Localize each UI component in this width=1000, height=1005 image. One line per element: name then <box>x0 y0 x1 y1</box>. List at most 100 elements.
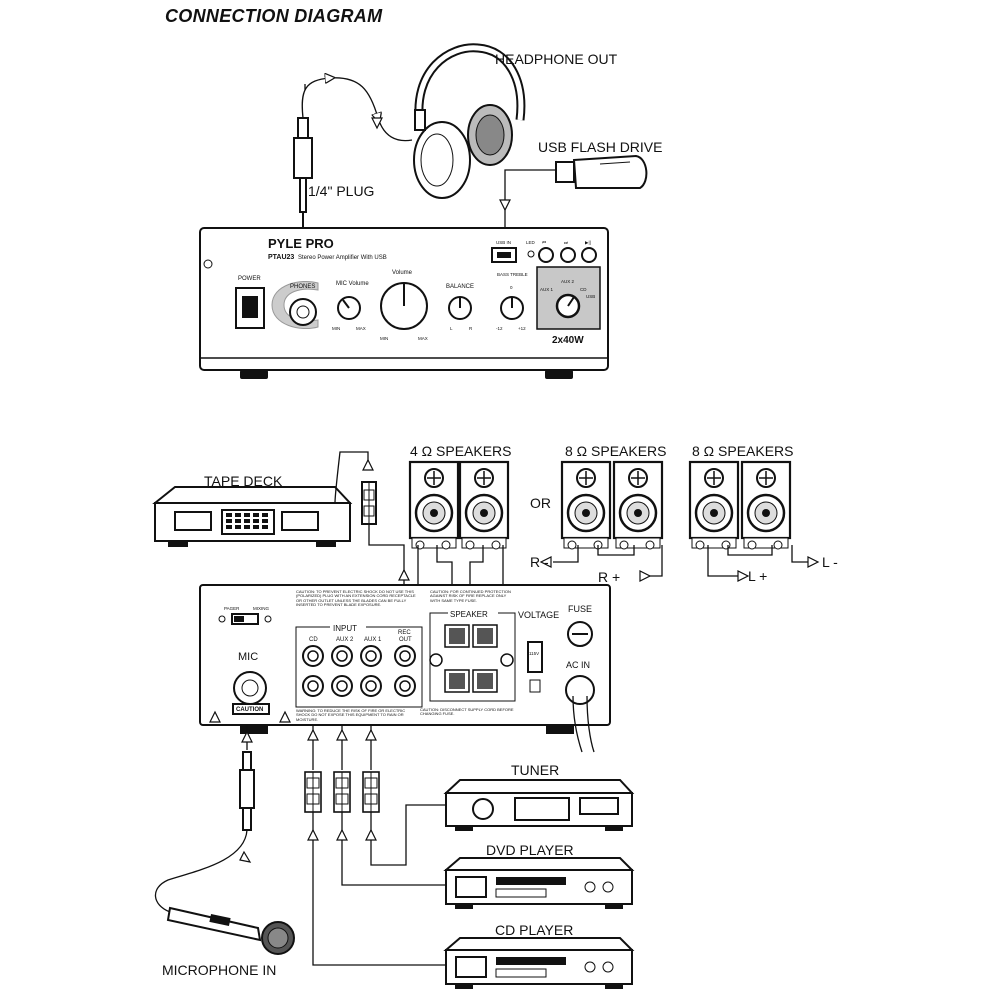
quarter-inch-plug <box>293 117 313 232</box>
brand-logo: PYLE PRO <box>268 236 334 251</box>
volume-min-label: MIN <box>380 336 388 341</box>
diagram-title: CONNECTION DIAGRAM <box>165 6 383 26</box>
terminal-icon <box>747 540 757 550</box>
bass-zero-label: 0 <box>510 285 513 290</box>
rear-aux2-label: AUX 2 <box>336 637 354 643</box>
mic-label: MIC <box>238 651 258 663</box>
pyle-swirl-logo <box>271 280 319 330</box>
terminal-icon <box>415 540 425 550</box>
next-button <box>560 247 576 263</box>
tape-button <box>226 519 232 523</box>
rca-plug-pair <box>333 771 351 813</box>
mixing-label: MIXING <box>253 606 270 611</box>
or-label: OR <box>530 495 551 511</box>
tape-button <box>244 525 250 529</box>
ac-in-label: AC IN <box>566 660 590 670</box>
cd-player-label: CD PLAYER <box>495 922 573 938</box>
mic-max-label: MAX <box>356 326 366 331</box>
warning-text: WARNING: TO REDUCE THE RISK OF FIRE OR E… <box>296 709 406 722</box>
tape-deck <box>152 486 353 547</box>
next-label: ⏭ <box>564 240 568 245</box>
cd-player <box>443 937 635 989</box>
bass-plus-label: +12 <box>518 326 526 331</box>
dvd-player-label: DVD PLAYER <box>486 842 574 858</box>
mic-jack <box>233 671 267 705</box>
aux2-label: AUX 2 <box>561 279 575 284</box>
bass-minus-label: -12 <box>496 326 503 331</box>
aux1-label: AUX 1 <box>540 287 554 292</box>
speakers-8ohm-b-label: 8 Ω SPEAKERS <box>692 443 794 459</box>
dvd-player <box>443 857 635 909</box>
microphone-in-label: MICROPHONE IN <box>162 962 276 978</box>
terminal-icon <box>619 540 629 550</box>
speakers-4ohm-label: 4 Ω SPEAKERS <box>410 443 512 459</box>
volume-label: Volume <box>392 270 413 276</box>
tape-button <box>262 519 268 523</box>
rca-plug-pair <box>304 771 322 813</box>
phones-jack <box>289 298 317 326</box>
phones-label: PHONES <box>290 284 315 290</box>
cd-label: CD <box>580 287 587 292</box>
speaker-cabinet <box>688 460 740 550</box>
l-plus-label: L + <box>748 568 767 584</box>
r-plus-label: R + <box>598 569 620 585</box>
caution-fire-text: CAUTION: FOR CONTINUED PROTECTION AGAINS… <box>430 590 511 603</box>
terminal-icon <box>491 540 501 550</box>
voltage-label: VOLTAGE <box>518 610 559 620</box>
pager-label: PAGER <box>224 606 240 611</box>
usb-in-label: USB IN <box>496 240 511 245</box>
terminal-icon <box>773 540 783 550</box>
power-label: POWER <box>238 276 261 282</box>
tape-button <box>244 519 250 523</box>
rear-panel: PAGER MIXING MIC CAUTION CAUTION: TO PRE… <box>199 584 611 753</box>
rear-cd-label: CD <box>309 637 318 643</box>
caution-label: CAUTION <box>236 707 263 713</box>
usb-source-label: USB <box>586 294 595 299</box>
speaker-label: SPEAKER <box>450 610 488 619</box>
usb-flash-drive <box>555 154 648 189</box>
tape-button <box>244 513 250 517</box>
ac-in-socket <box>565 675 595 705</box>
prev-button <box>538 247 554 263</box>
voltage-switch <box>527 641 543 673</box>
rear-aux1-label: AUX 1 <box>364 637 382 643</box>
speakers-8ohm-a-label: 8 Ω SPEAKERS <box>565 443 667 459</box>
speaker-cabinet <box>560 460 612 550</box>
pager-mixing-switch <box>231 613 259 625</box>
rca-plug-pair <box>362 771 380 813</box>
tape-button <box>253 519 259 523</box>
headphones <box>413 43 526 199</box>
power-rating: 2x40W <box>552 335 584 346</box>
fuse-label: FUSE <box>568 604 592 614</box>
play-label: ▶|| <box>585 240 591 245</box>
speaker-cabinet <box>408 460 460 550</box>
headphone-out-label: HEADPHONE OUT <box>495 51 618 67</box>
microphone <box>166 906 295 955</box>
terminal-icon <box>567 540 577 550</box>
terminal-icon <box>645 540 655 550</box>
weee-icon <box>529 679 541 693</box>
caution-fuse-text: CAUTION: DISCONNECT SUPPLY CORD BEFORE C… <box>420 708 514 717</box>
usb-flash-drive-label: USB FLASH DRIVE <box>538 139 662 155</box>
speaker-cabinet <box>740 460 792 550</box>
mic-volume-label: MIC Volume <box>336 281 369 287</box>
plug-label: 1/4" PLUG <box>308 183 374 199</box>
balance-l-label: L <box>450 326 453 331</box>
prev-label: ⏮ <box>542 240 546 245</box>
tape-deck-label: TAPE DECK <box>204 473 283 489</box>
tape-button <box>226 513 232 517</box>
tape-button <box>235 519 241 523</box>
volume-max-label: MAX <box>418 336 428 341</box>
terminal-icon <box>465 540 475 550</box>
rec-label: REC <box>398 630 411 636</box>
led-indicator <box>527 250 535 258</box>
model-number: PTAU23 <box>268 254 294 261</box>
mic-plug <box>239 751 255 831</box>
l-minus-label: L - <box>822 554 838 570</box>
input-label: INPUT <box>333 624 357 633</box>
tape-button <box>235 525 241 529</box>
balance-label: BALANCE <box>446 284 474 290</box>
tape-rca-plugs <box>361 481 377 525</box>
